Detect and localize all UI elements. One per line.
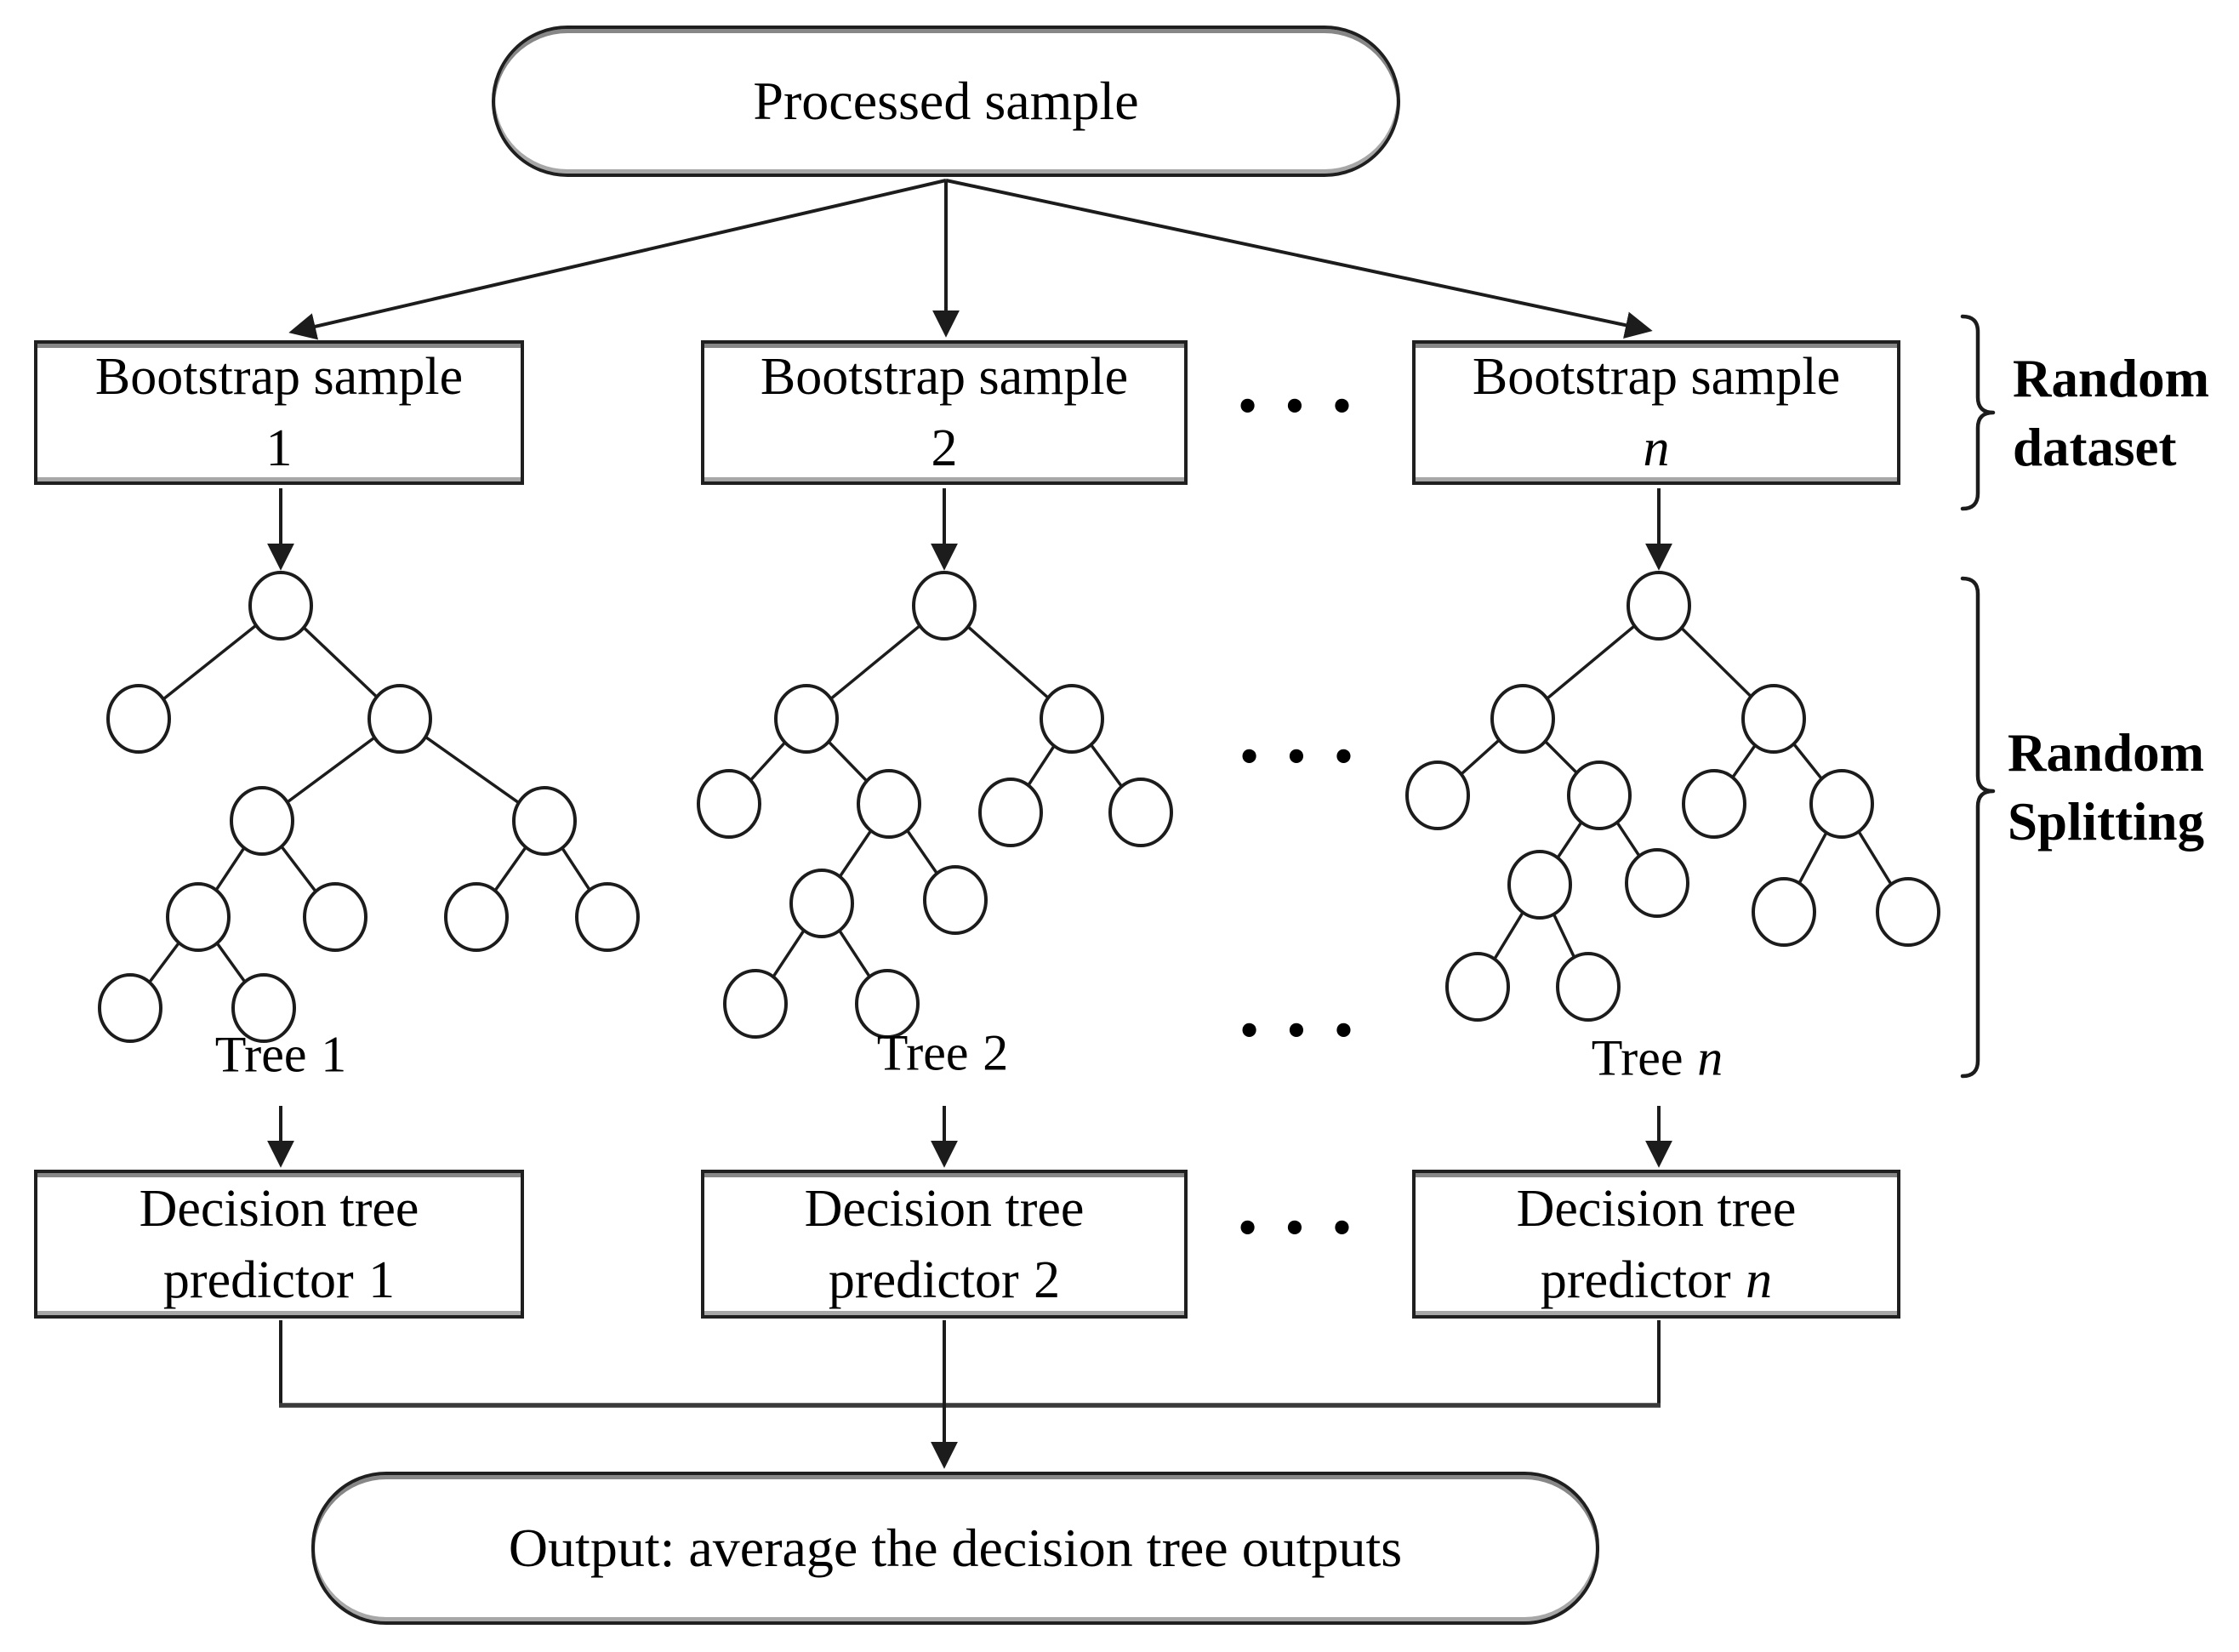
tree-node [166, 882, 231, 952]
connector-lines [267, 179, 1672, 1469]
random-splitting-line2: Splitting [2008, 792, 2205, 852]
tree-node [1876, 877, 1940, 947]
tree-node [367, 684, 432, 754]
tree-n-label-prefix: Tree [1591, 1029, 1684, 1086]
random-splitting-brace [1960, 576, 1996, 1079]
predictor-1-line2-word: predictor [162, 1250, 354, 1309]
predictor-n-line2-word: predictor [1540, 1250, 1731, 1309]
tree-node [106, 684, 171, 754]
random-dataset-line1: Random [2013, 349, 2210, 408]
random-dataset-annotation: Random dataset [2013, 345, 2209, 482]
predictor-n-line1: Decision tree [1516, 1179, 1797, 1238]
tree-node [912, 571, 977, 641]
tree-node [1682, 769, 1746, 839]
flow-arrow [288, 179, 947, 340]
tree-node [1490, 684, 1555, 754]
random-dataset-brace [1960, 314, 1996, 511]
bootstrap-sample-n-line1: Bootstrap sample [1472, 348, 1841, 406]
bootstrap-sample-1-line1: Bootstrap sample [94, 348, 464, 406]
decision-tree-predictor-n-box: Decision tree predictor n [1412, 1170, 1900, 1319]
random-splitting-line1: Random [2008, 723, 2205, 783]
tree-node [1507, 850, 1572, 920]
tree-1-label-number: 1 [321, 1026, 347, 1083]
tree-node [98, 973, 162, 1043]
ellipsis-trees-upper: ••• [1236, 734, 1379, 780]
tree-1-graphic [98, 571, 640, 1043]
output-label: Output: average the decision tree output… [508, 1518, 1403, 1578]
tree-node [978, 778, 1043, 847]
predictor-1-line1: Decision tree [139, 1179, 419, 1238]
random-dataset-line2: dataset [2013, 418, 2177, 477]
tree-node [1752, 877, 1816, 947]
predictor-n-line2: predictor n [1541, 1245, 1772, 1316]
tree-node [1741, 684, 1806, 754]
bootstrap-sample-n-box: Bootstrap sample n [1412, 340, 1900, 485]
tree-node [575, 882, 640, 952]
tree-node [512, 786, 577, 856]
predictor-2-number: 2 [1034, 1250, 1061, 1309]
random-splitting-annotation: Random Splitting [2008, 719, 2204, 857]
predictor-2-line2: predictor 2 [829, 1245, 1060, 1316]
tree-node [444, 882, 509, 952]
tree-node [303, 882, 367, 952]
bootstrap-sample-1-box: Bootstrap sample 1 [34, 340, 524, 485]
tree-node [1556, 952, 1621, 1022]
predictor-n-number: n [1746, 1250, 1773, 1309]
tree-node [1040, 684, 1104, 754]
tree-node [855, 969, 920, 1039]
tree-n-label-number: n [1697, 1029, 1723, 1086]
tree-node [248, 571, 313, 641]
predictor-1-number: 1 [368, 1250, 396, 1309]
output-node: Output: average the decision tree output… [311, 1472, 1599, 1625]
processed-sample-label: Processed sample [753, 71, 1139, 131]
bootstrap-sample-2-number: 2 [931, 419, 958, 477]
tree-node [1405, 760, 1470, 830]
ellipsis-trees-lower: ••• [1236, 1008, 1379, 1054]
tree-node [1445, 952, 1510, 1022]
tree-node [774, 684, 839, 754]
tree-node [231, 973, 296, 1043]
predictor-2-line2-word: predictor [828, 1250, 1019, 1309]
ellipsis-predictor-row: ••• [1234, 1205, 1377, 1251]
flow-arrow [945, 179, 1653, 339]
tree-2-graphic [697, 571, 1173, 1039]
bootstrap-sample-n-number: n [1643, 419, 1670, 477]
tree-1-label-prefix: Tree [214, 1026, 307, 1083]
tree-node [1108, 778, 1173, 847]
tree-node [857, 769, 921, 839]
tree-node [723, 969, 788, 1039]
processed-sample-node: Processed sample [492, 26, 1400, 177]
tree-node [1567, 760, 1632, 830]
tree-n-graphic [1405, 571, 1940, 1022]
tree-2-label-number: 2 [983, 1024, 1009, 1081]
bootstrap-sample-2-box: Bootstrap sample 2 [701, 340, 1188, 485]
bootstrap-sample-2-line1: Bootstrap sample [760, 348, 1129, 406]
tree-node [923, 865, 988, 935]
tree-node [1809, 769, 1874, 839]
tree-node [1627, 571, 1691, 641]
decision-tree-predictor-2-box: Decision tree predictor 2 [701, 1170, 1188, 1319]
ellipsis-bootstrap-row: ••• [1234, 384, 1377, 430]
tree-2-label-prefix: Tree [876, 1024, 969, 1081]
predictor-2-line1: Decision tree [804, 1179, 1085, 1238]
tree-node [697, 769, 761, 839]
bootstrap-sample-1-number: 1 [265, 419, 293, 477]
tree-node [1625, 848, 1689, 918]
tree-node [789, 869, 854, 938]
tree-node [230, 786, 294, 856]
